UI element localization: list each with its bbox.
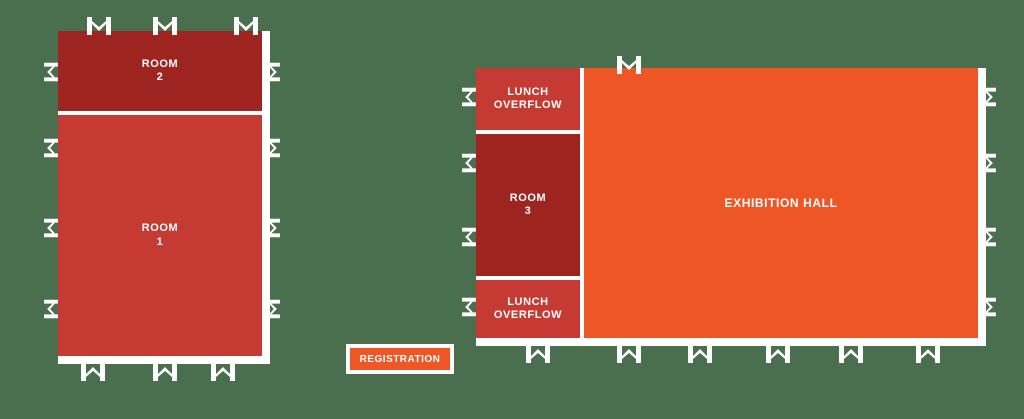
door-marker-icon — [915, 344, 941, 364]
room-label-lunch-overflow-top: LUNCH OVERFLOW — [493, 85, 563, 111]
door-marker-icon — [765, 344, 791, 364]
door-marker-icon — [616, 344, 642, 364]
door-marker-icon — [80, 362, 106, 382]
door-marker-icon — [152, 362, 178, 382]
room-room-2[interactable]: ROOM 2 — [58, 31, 262, 111]
registration-label: REGISTRATION — [359, 353, 441, 365]
door-marker-icon — [525, 344, 551, 364]
left-floor-plan: ROOM 2 ROOM 1 — [58, 31, 270, 364]
door-marker-icon — [838, 344, 864, 364]
room-lunch-overflow-top[interactable]: LUNCH OVERFLOW — [476, 68, 580, 130]
room-label-exhibition-hall: EXHIBITION HALL — [724, 195, 838, 210]
registration-booth[interactable]: REGISTRATION — [346, 344, 454, 374]
right-floor-plan: LUNCH OVERFLOW ROOM 3 LUNCH OVERFLOW EXH… — [476, 68, 986, 346]
door-marker-icon — [687, 344, 713, 364]
room-lunch-overflow-bottom[interactable]: LUNCH OVERFLOW — [476, 280, 580, 338]
room-exhibition-hall[interactable]: EXHIBITION HALL — [584, 68, 978, 338]
room-label-room-1: ROOM 1 — [141, 222, 179, 248]
door-marker-icon — [210, 362, 236, 382]
room-room-1[interactable]: ROOM 1 — [58, 115, 262, 356]
room-label-room-2: ROOM 2 — [141, 57, 179, 83]
room-label-lunch-overflow-bottom: LUNCH OVERFLOW — [493, 295, 563, 321]
room-label-room-3: ROOM 3 — [509, 191, 547, 217]
room-room-3[interactable]: ROOM 3 — [476, 134, 580, 276]
